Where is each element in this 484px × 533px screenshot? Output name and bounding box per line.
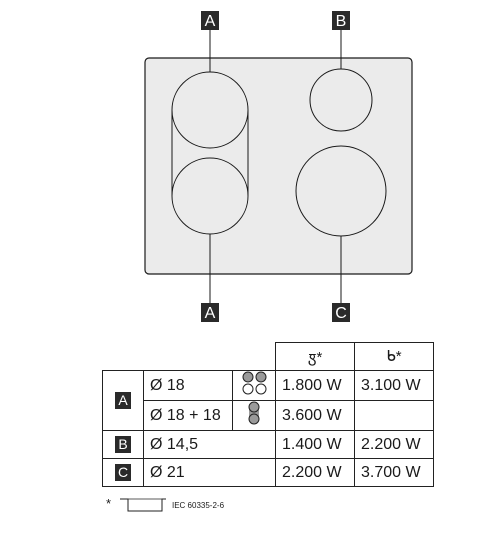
power-normal-cell: 2.200 W: [275, 458, 355, 487]
zone-a-bottom: [171, 157, 249, 235]
table-row: Ø 18 + 18 3.600 W: [103, 400, 434, 431]
power-boost-cell: [354, 400, 434, 431]
table-row: B Ø 14,5 1.400 W 2.200 W: [102, 430, 434, 459]
diameter-cell: Ø 18: [143, 370, 233, 401]
dual-zone-combined-icon: [232, 400, 276, 431]
power-normal-cell: 3.600 W: [275, 400, 355, 431]
zone-b: [309, 68, 373, 132]
badge-a-bottom: A: [201, 303, 219, 322]
svg-text:A: A: [205, 305, 216, 322]
footnote-standard: IEC 60335-2-6: [172, 501, 225, 510]
diameter-cell: Ø 14,5: [143, 430, 276, 459]
badge-c: C: [332, 303, 350, 322]
footnote-star: *: [106, 496, 112, 511]
zone-cell-b: B: [102, 430, 144, 459]
zone-c: [295, 145, 387, 237]
diameter-cell: Ø 21: [143, 458, 276, 487]
badge-a-top: A: [201, 11, 219, 30]
power-boost-cell: 3.700 W: [354, 458, 434, 487]
table-row: A Ø 18 1.800 W 3.100 W: [102, 370, 434, 431]
power-boost-cell: 2.200 W: [354, 430, 434, 459]
header-power-normal: ꟑ*: [275, 342, 355, 371]
table-header-row: ꟑ* ᑲ*: [103, 342, 434, 371]
zone-cell-a: A: [102, 370, 144, 431]
badge-b: B: [332, 11, 350, 30]
table-row: C Ø 21 2.200 W 3.700 W: [102, 458, 434, 487]
power-boost-cell: 3.100 W: [354, 370, 434, 401]
header-power-boost: ᑲ*: [354, 342, 434, 371]
dual-zone-outline: [171, 110, 249, 196]
power-normal-cell: 1.400 W: [275, 430, 355, 459]
hob-diagram: A B A C: [144, 11, 413, 322]
footnote: * IEC 60335-2-6: [106, 494, 256, 516]
power-normal-cell: 1.800 W: [275, 370, 355, 401]
zone-cell-c: C: [102, 458, 144, 487]
cookware-pan-icon: [120, 498, 166, 512]
diameter-cell: Ø 18 + 18: [143, 400, 233, 431]
zone-a-top: [171, 71, 249, 149]
svg-text:A: A: [205, 13, 216, 30]
dual-zone-single-icon: [232, 370, 276, 401]
power-table: ꟑ* ᑲ* A Ø 18 1.800 W 3.100 W Ø 18 + 18 3…: [102, 342, 434, 487]
svg-text:C: C: [335, 305, 347, 322]
svg-text:B: B: [336, 13, 347, 30]
